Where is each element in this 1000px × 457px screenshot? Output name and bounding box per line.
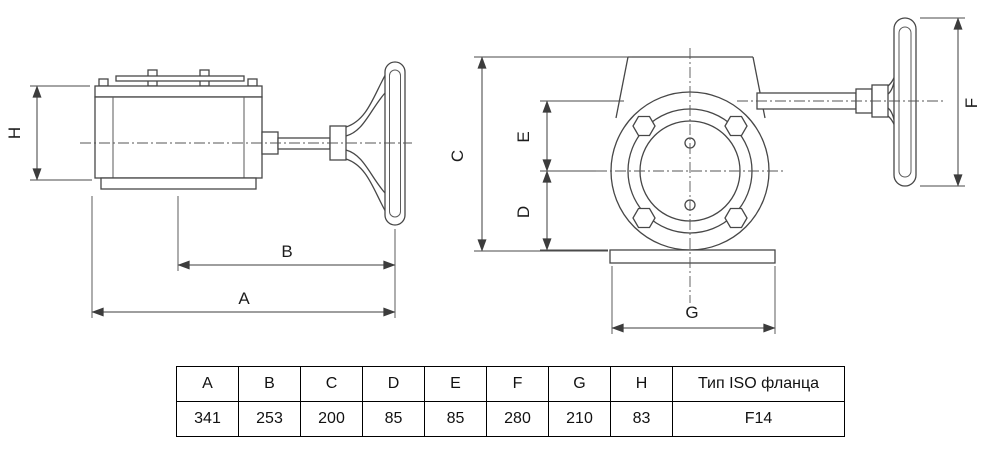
wheel-spoke bbox=[345, 149, 386, 194]
dimensions: H B A C bbox=[5, 17, 981, 334]
table-value-cell: 200 bbox=[300, 401, 363, 437]
dimension-g: G bbox=[611, 266, 776, 334]
table-header-cell: D bbox=[362, 366, 425, 402]
table-header-cell: Тип ISO фланца bbox=[672, 366, 845, 402]
valve-body-front bbox=[609, 56, 776, 264]
bottom-flange bbox=[100, 177, 257, 190]
dim-label-c: C bbox=[448, 150, 467, 162]
table-header-cell: H bbox=[610, 366, 673, 402]
wheel-rim-inner bbox=[389, 69, 401, 218]
wheel-spoke bbox=[345, 71, 388, 128]
dim-label-b: B bbox=[281, 242, 292, 261]
table-value-cell: 210 bbox=[548, 401, 611, 437]
dim-label-g: G bbox=[685, 303, 698, 322]
base-plate bbox=[609, 249, 776, 264]
wheel-rim-inner bbox=[898, 26, 912, 178]
table-value-cell: 85 bbox=[424, 401, 487, 437]
left-view bbox=[94, 61, 406, 226]
hex-bolt bbox=[632, 207, 656, 229]
wheel-rim bbox=[893, 17, 917, 187]
handwheel-front bbox=[871, 17, 917, 187]
bolt bbox=[247, 78, 258, 87]
dimension-h: H bbox=[5, 85, 92, 181]
table-value-row: 341 253 200 85 85 280 210 83 F14 bbox=[176, 401, 845, 437]
dimension-c: C bbox=[448, 56, 632, 252]
valve-body-side bbox=[94, 69, 263, 190]
table-value-cell: 253 bbox=[238, 401, 301, 437]
table-value-cell: 280 bbox=[486, 401, 549, 437]
wheel-spoke bbox=[345, 92, 386, 137]
table-header-row: A B C D E F G H Тип ISO фланца bbox=[176, 366, 845, 402]
table-value-cell: 341 bbox=[176, 401, 239, 437]
dimension-f: F bbox=[920, 17, 981, 187]
table-header-cell: F bbox=[486, 366, 549, 402]
hex-bolt bbox=[632, 115, 656, 137]
right-view bbox=[609, 17, 917, 264]
dim-label-f: F bbox=[962, 98, 981, 108]
dim-label-e: E bbox=[514, 131, 533, 142]
dimension-table: A B C D E F G H Тип ISO фланца 341 253 2… bbox=[176, 366, 845, 437]
wheel-rim bbox=[384, 61, 406, 226]
table-header-cell: B bbox=[238, 366, 301, 402]
table-header-cell: C bbox=[300, 366, 363, 402]
dimension-e: E bbox=[514, 100, 624, 172]
hex-bolt bbox=[724, 115, 748, 137]
dim-label-d: D bbox=[514, 206, 533, 218]
valve-drawing-canvas: H B A C bbox=[5, 17, 981, 334]
dimension-d: D bbox=[514, 170, 608, 251]
top-flange bbox=[94, 85, 263, 98]
table-value-cell: F14 bbox=[672, 401, 845, 437]
bolt bbox=[98, 78, 109, 87]
wheel-spoke bbox=[345, 158, 388, 215]
handwheel-side bbox=[329, 61, 406, 226]
gearbox-body bbox=[94, 96, 263, 179]
table-header-cell: A bbox=[176, 366, 239, 402]
centerlines bbox=[80, 48, 944, 303]
dim-label-h: H bbox=[5, 127, 24, 139]
table-header-cell: E bbox=[424, 366, 487, 402]
dimension-b: B bbox=[177, 196, 396, 271]
hex-bolt bbox=[724, 207, 748, 229]
stem-shaft bbox=[277, 137, 331, 150]
top-plate bbox=[115, 75, 245, 82]
table-value-cell: 85 bbox=[362, 401, 425, 437]
table-value-cell: 83 bbox=[610, 401, 673, 437]
dimension-a: A bbox=[91, 196, 396, 318]
neck-side bbox=[615, 56, 629, 119]
dim-label-a: A bbox=[238, 289, 250, 308]
table-header-cell: G bbox=[548, 366, 611, 402]
